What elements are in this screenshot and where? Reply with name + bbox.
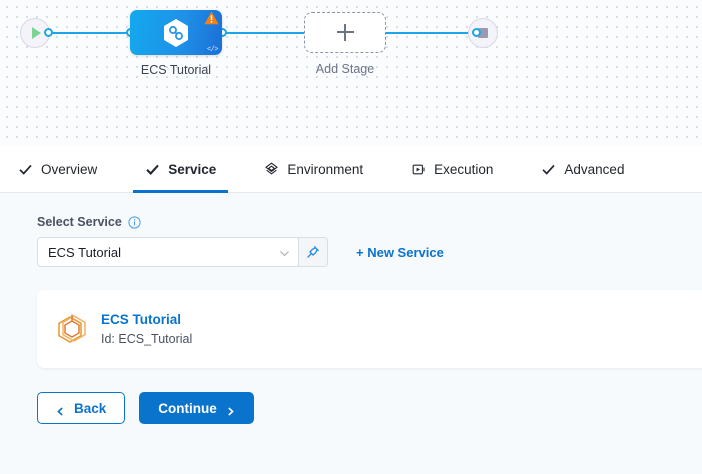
service-select-value: ECS Tutorial [48, 244, 121, 260]
tab-service[interactable]: Service [133, 146, 229, 193]
service-select[interactable]: ECS Tutorial [37, 237, 299, 267]
tab-overview[interactable]: Overview [18, 146, 97, 193]
back-button[interactable]: Back [37, 392, 126, 424]
tab-execution[interactable]: Execution [411, 146, 493, 193]
stage-tabs: Overview Service Environment [0, 146, 702, 193]
service-select-row: ECS Tutorial + New Service [37, 237, 702, 267]
port-start-output[interactable] [44, 28, 53, 37]
connector-start-to-stage [46, 32, 130, 34]
tab-service-label: Service [168, 161, 217, 177]
tab-environment[interactable]: Environment [264, 146, 363, 193]
play-square-icon [411, 162, 426, 177]
code-glyph-icon[interactable]: </> [206, 46, 219, 54]
connector-add-to-end [386, 32, 476, 34]
tab-advanced[interactable]: Advanced [541, 146, 624, 193]
select-service-label: Select Service [37, 215, 122, 229]
tab-overview-label: Overview [41, 161, 98, 177]
check-icon [145, 162, 160, 177]
stop-icon [478, 28, 488, 38]
info-icon[interactable] [128, 215, 141, 229]
service-card-text: ECS Tutorial Id: ECS_Tutorial [101, 310, 192, 348]
tab-execution-label: Execution [434, 161, 494, 177]
chevron-down-icon[interactable] [279, 247, 290, 258]
port-end-input[interactable] [472, 28, 481, 37]
add-stage-node[interactable] [304, 12, 386, 53]
warning-triangle-icon[interactable] [204, 11, 219, 25]
continue-button-label: Continue [158, 400, 217, 416]
tab-environment-label: Environment [287, 161, 364, 177]
service-hexagon-icon [58, 314, 86, 343]
check-icon [18, 162, 33, 177]
layers-icon [264, 162, 279, 177]
add-stage-label: Add Stage [315, 62, 375, 76]
stage-node-ecs-tutorial[interactable]: </> [130, 10, 222, 55]
chevron-right-icon [226, 404, 235, 416]
service-card-name[interactable]: ECS Tutorial [101, 312, 182, 328]
service-card-id: Id: ECS_Tutorial [101, 331, 193, 346]
connector-stage-to-add [222, 32, 304, 34]
pin-icon [307, 246, 319, 258]
back-button-label: Back [74, 400, 107, 416]
plus-icon [336, 24, 354, 41]
play-icon [32, 27, 41, 39]
check-icon [541, 162, 556, 177]
tab-advanced-label: Advanced [564, 161, 625, 177]
select-service-label-row: Select Service [37, 215, 702, 229]
pin-button[interactable] [299, 237, 328, 267]
stage-node-label: ECS Tutorial [140, 63, 212, 77]
chevron-left-icon [56, 404, 65, 416]
new-service-link[interactable]: + New Service [356, 244, 444, 260]
harness-hexagon-icon [164, 18, 188, 47]
service-panel: Select Service ECS Tutorial [0, 193, 702, 474]
footer-actions: Back Continue [37, 392, 254, 424]
pipeline-canvas[interactable]: </> ECS Tutorial Add Stage [0, 0, 702, 146]
continue-button[interactable]: Continue [139, 392, 254, 424]
service-card[interactable]: ECS Tutorial Id: ECS_Tutorial [37, 290, 702, 368]
